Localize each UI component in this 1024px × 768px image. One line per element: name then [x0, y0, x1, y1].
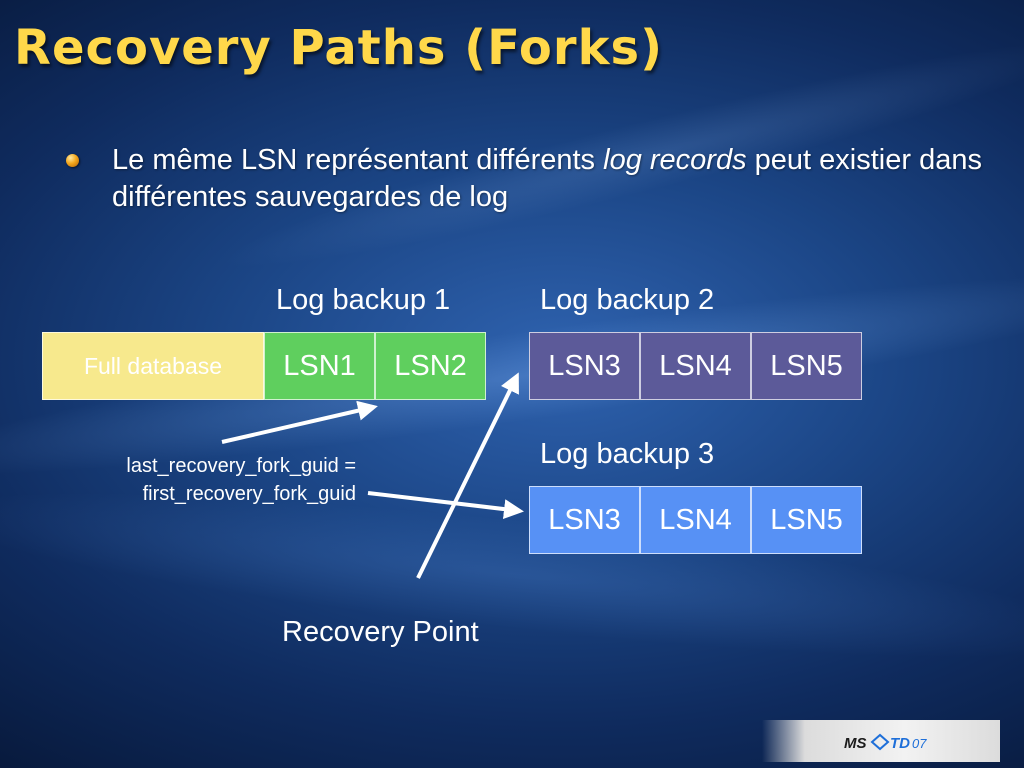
logo-text-td: TD — [890, 735, 910, 752]
bullet-text: Le même LSN représentant différents log … — [112, 142, 992, 216]
full-database-box: Full database — [42, 332, 264, 400]
backup3-lsn5-cell: LSN5 — [751, 486, 862, 554]
recovery-point-label: Recovery Point — [282, 616, 479, 648]
mstd07-logo: MS TD 07 — [844, 733, 927, 752]
logo-text-ms: MS — [844, 735, 867, 752]
backup3-lsn3-cell: LSN3 — [529, 486, 640, 554]
log-backup-2-label: Log backup 2 — [540, 284, 715, 316]
slide-title: Recovery Paths (Forks) — [14, 20, 663, 76]
fork-guid-note: last_recovery_fork_guid = first_recovery… — [40, 452, 356, 508]
log-backup-1-label: Log backup 1 — [276, 284, 451, 316]
backup3-lsn4-cell: LSN4 — [640, 486, 751, 554]
bullet-text-part2: peut existier dans différentes sauvegard… — [112, 144, 982, 213]
logo-diamond-icon — [870, 733, 890, 751]
backup2-lsn5-cell: LSN5 — [751, 332, 862, 400]
backup2-lsn4-cell: LSN4 — [640, 332, 751, 400]
backup1-lsn1-cell: LSN1 — [264, 332, 375, 400]
recovery-point-arrow — [416, 372, 519, 579]
footer-logo-bar — [762, 720, 1000, 762]
backup1-lsn2-cell: LSN2 — [375, 332, 486, 400]
fork-guid-line1: last_recovery_fork_guid = — [126, 455, 356, 477]
logo-text-year: 07 — [912, 736, 927, 751]
fork-guid-line2: first_recovery_fork_guid — [142, 483, 356, 505]
backup2-lsn3-cell: LSN3 — [529, 332, 640, 400]
bullet-text-italic: log records — [603, 144, 747, 176]
bullet-icon — [66, 154, 79, 167]
bullet-text-part1: Le même LSN représentant différents — [112, 144, 604, 176]
guid-arrow-to-backup3 — [367, 491, 524, 520]
guid-arrow-to-lsn2 — [221, 400, 378, 444]
log-backup-3-label: Log backup 3 — [540, 438, 715, 470]
